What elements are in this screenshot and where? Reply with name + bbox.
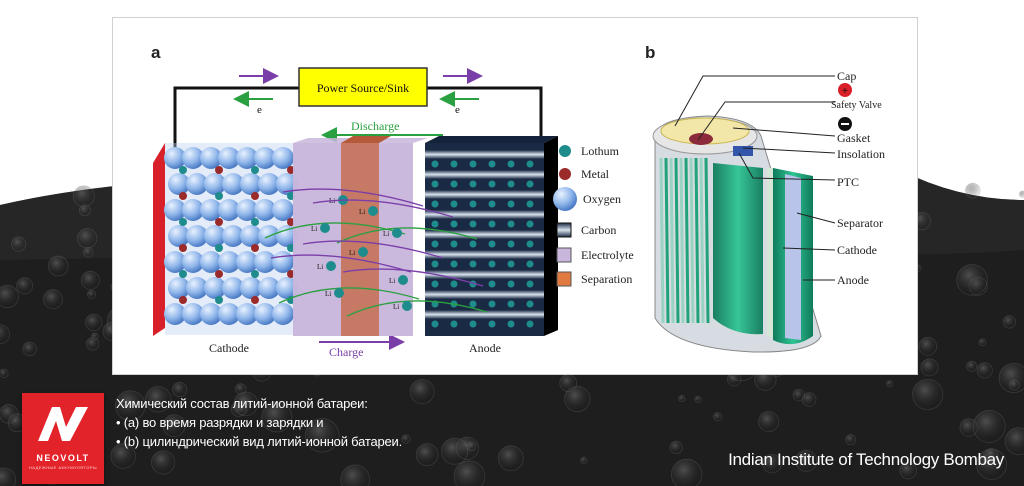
label-anode: Anode (837, 273, 869, 287)
caption: Химический состав литий-ионной батареи: … (116, 394, 402, 451)
anode-label: Anode (469, 341, 501, 355)
electron-right-label: e (455, 104, 460, 116)
legend-oxygen-swatch (553, 187, 577, 211)
legend-electrolyte-swatch (556, 247, 572, 263)
svg-text:Li: Li (349, 249, 355, 257)
electron-arrows (233, 68, 483, 350)
electron-left-label: e (257, 104, 262, 116)
battery-diagram: a Power Source/Sink e e Discharge Charge… (151, 43, 885, 359)
legend-metal: Metal (581, 167, 610, 181)
callout-lines (674, 75, 836, 281)
label-cap: Cap (837, 69, 856, 83)
logo-name: NEOVOLT (36, 453, 90, 463)
power-source-box (298, 67, 428, 107)
circuit-wire (173, 86, 543, 158)
discharge-label: Discharge (351, 119, 399, 133)
caption-item-b: • (b) цилиндрический вид литий-ионной ба… (116, 434, 403, 449)
svg-text:Li: Li (393, 303, 399, 311)
label-safety-valve: Safety Valve (831, 100, 882, 111)
figure-panel: a Power Source/Sink e e Discharge Charge… (112, 17, 918, 375)
logo-tagline: НАДЕЖНЫЕ АККУМУЛЯТОРЫ (28, 465, 98, 470)
legend-carbon: Carbon (581, 223, 616, 237)
source-credit: Indian Institute of Technology Bombay (728, 450, 1004, 469)
svg-text:Li: Li (325, 290, 331, 298)
legend-separation: Separation (581, 272, 632, 286)
legend-separation-swatch (556, 271, 572, 287)
legend-oxygen: Oxygen (583, 192, 621, 206)
legend-lithium: Lothum (581, 144, 620, 158)
svg-text:Li: Li (311, 225, 317, 233)
positive-terminal-icon (838, 83, 852, 97)
svg-text:Li: Li (359, 208, 365, 216)
caption-item-a: • (a) во время разрядки и зарядки и (116, 415, 324, 430)
cylindrical-cell (652, 115, 822, 353)
label-insolation: Insolation (837, 147, 885, 161)
label-ptc: PTC (837, 175, 859, 189)
svg-text:Li: Li (383, 230, 389, 238)
label-cathode: Cathode (837, 243, 877, 257)
legend: Lothum Metal Oxygen Carbon Electrolyte S… (553, 144, 634, 287)
neovolt-logo-mark-icon (38, 407, 88, 441)
label-separator: Separator (837, 216, 883, 230)
caption-title: Химический состав литий-ионной батареи: (116, 396, 368, 411)
oxygen-lattice (164, 147, 298, 325)
power-source-label: Power Source/Sink (317, 81, 409, 95)
neovolt-logo: NEOVOLT НАДЕЖНЫЕ АККУМУЛЯТОРЫ (22, 393, 104, 484)
legend-lithium-swatch (559, 145, 571, 157)
legend-electrolyte: Electrolyte (581, 248, 634, 262)
legend-carbon-swatch (556, 222, 572, 238)
panel-a-label: a (151, 43, 161, 62)
cathode-plate (153, 143, 165, 336)
svg-text:Li: Li (317, 263, 323, 271)
separator-region (341, 143, 379, 336)
svg-text:Li: Li (389, 277, 395, 285)
carbon-layers (425, 150, 544, 328)
svg-text:+: + (842, 86, 848, 97)
charge-label: Charge (329, 345, 363, 359)
legend-metal-swatch (559, 168, 571, 180)
cathode-label: Cathode (209, 341, 249, 355)
panel-b-label: b (645, 43, 655, 62)
label-gasket: Gasket (837, 131, 871, 145)
